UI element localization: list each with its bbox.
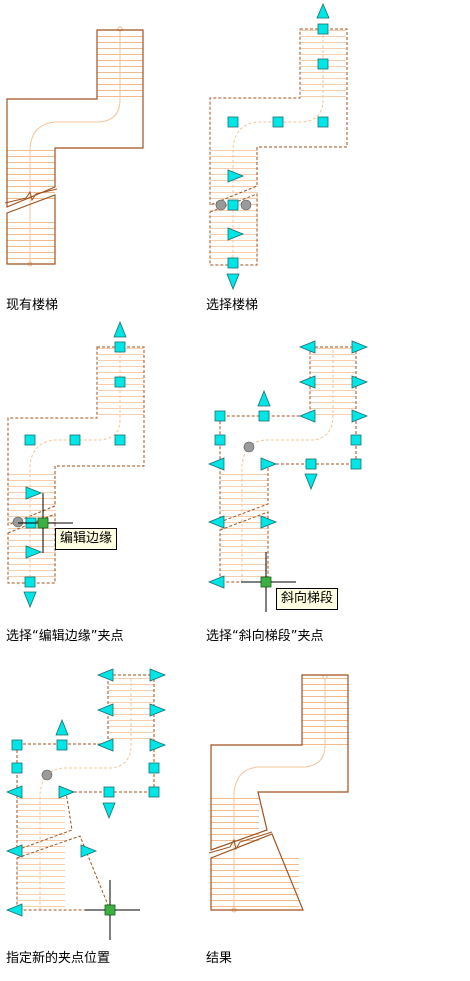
hot-grip-edit-edge[interactable] — [37, 517, 49, 529]
panel-existing-stair — [4, 26, 144, 267]
break-line — [4, 188, 58, 204]
stair-grips[interactable] — [207, 340, 369, 589]
hot-grip-slant-run[interactable] — [260, 576, 272, 588]
caption-select-slant-run-grip: 选择“斜向梯段”夹点 — [206, 629, 324, 644]
stair-grips[interactable] — [5, 668, 167, 917]
crosshair-cursor — [18, 493, 73, 553]
crosshair-cursor — [85, 880, 140, 940]
crosshair-cursor — [241, 552, 296, 612]
panel-edit-edge — [7, 320, 145, 609]
caption-select-edit-edge-grip: 选择“编辑边缘”夹点 — [6, 629, 124, 644]
caption-result: 结果 — [206, 951, 233, 966]
stair-outline — [6, 29, 144, 208]
tooltip-slant-run: 斜向梯段 — [276, 588, 339, 610]
stair-outline — [210, 674, 349, 851]
caption-select-stair: 选择楼梯 — [206, 298, 259, 313]
panel-new-location — [5, 668, 167, 940]
caption-existing-stair: 现有楼梯 — [6, 298, 59, 313]
stair-walk-line — [29, 30, 121, 264]
panel-result — [208, 674, 349, 913]
panel-slant-run — [207, 340, 369, 612]
break-line — [208, 831, 273, 854]
caption-new-grip-location: 指定新的夹点位置 — [6, 951, 111, 966]
panel-select-stair — [209, 2, 348, 291]
tooltip-edit-edge: 编辑边缘 — [55, 528, 118, 550]
stair-grips[interactable] — [226, 2, 330, 291]
hot-grip-new-position[interactable] — [104, 904, 116, 916]
